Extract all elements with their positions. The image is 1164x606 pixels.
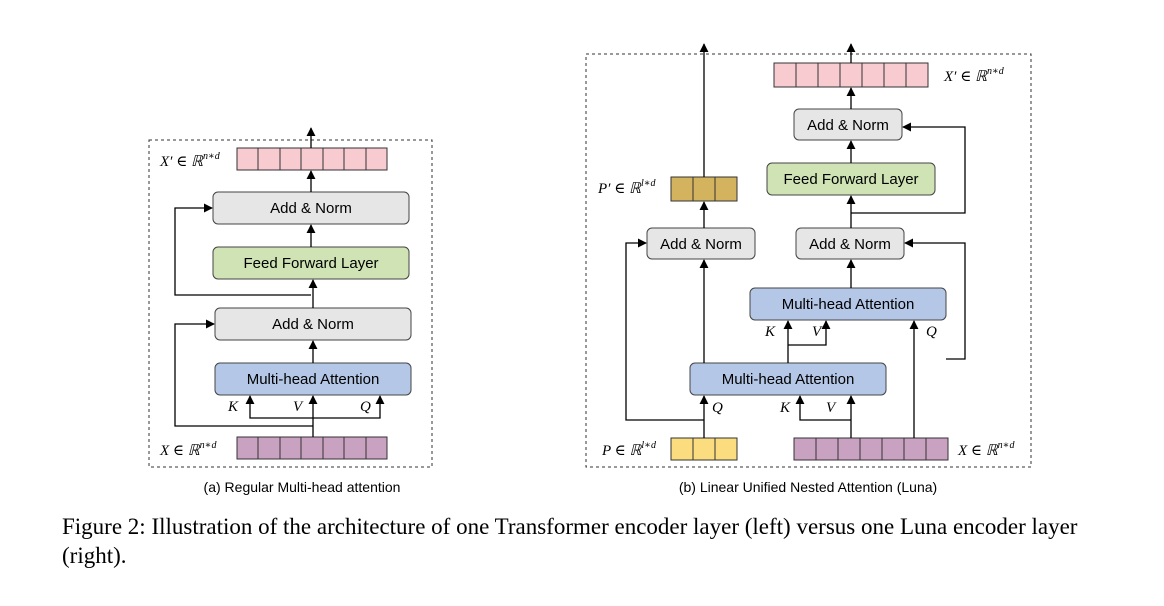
right-add-norm-mid-block [795, 227, 905, 260]
right-upper-q-label: Q [926, 324, 937, 340]
left-v-label: V [293, 399, 304, 415]
left-connectors [174, 127, 385, 437]
left-add-norm-bottom-label: Add & Norm [272, 316, 354, 333]
right-attention-lower-label: Multi-head Attention [722, 371, 855, 388]
right-add-norm-p-label: Add & Norm [660, 236, 742, 253]
panel-left: X′ ∈ ℝn∗d Add & Norm Feed Forward Layer … [148, 127, 433, 468]
right-connectors [625, 43, 966, 438]
right-pprime-label: P′ ∈ ℝl∗d [597, 178, 657, 197]
left-subcaption: (a) Regular Multi-head attention [204, 479, 401, 495]
left-k-label: K [227, 399, 239, 415]
right-add-norm-mid-label: Add & Norm [809, 236, 891, 253]
left-attention-label: Multi-head Attention [247, 371, 380, 388]
right-lower-k-label: K [779, 400, 791, 416]
right-dashed-frame [585, 53, 1032, 468]
right-add-norm-p-block [646, 227, 756, 260]
figure-caption: Figure 2: Illustration of the architectu… [62, 514, 1078, 568]
right-upper-v-label: V [812, 324, 823, 340]
right-xprime-label: X′ ∈ ℝn∗d [943, 66, 1005, 85]
architecture-diagram: X′ ∈ ℝn∗d Add & Norm Feed Forward Layer … [148, 43, 1032, 495]
left-add-norm-top-label: Add & Norm [270, 200, 352, 217]
left-xprime-label: X′ ∈ ℝn∗d [159, 151, 221, 170]
right-lower-q-label: Q [712, 400, 723, 416]
right-attention-upper-block [749, 287, 947, 321]
right-feed-forward-label: Feed Forward Layer [783, 171, 918, 188]
right-add-norm-top-block [793, 108, 903, 141]
right-upper-k-label: K [764, 324, 776, 340]
left-q-label: Q [360, 399, 371, 415]
right-add-norm-top-label: Add & Norm [807, 117, 889, 134]
right-p-label: P ∈ ℝl∗d [601, 440, 657, 459]
right-x-label: X ∈ ℝn∗d [957, 440, 1015, 459]
panel-right: X′ ∈ ℝn∗d P′ ∈ ℝl∗d Add & Norm Feed Forw… [585, 43, 1032, 468]
left-xprime-vector [236, 147, 388, 171]
left-x-vector [236, 436, 388, 460]
right-x-vector [793, 437, 949, 461]
right-attention-upper-label: Multi-head Attention [782, 296, 915, 313]
right-subcaption: (b) Linear Unified Nested Attention (Lun… [679, 479, 937, 495]
right-pprime-vector [670, 176, 738, 202]
left-feed-forward-label: Feed Forward Layer [243, 255, 378, 272]
right-xprime-vector [773, 62, 929, 88]
right-lower-v-label: V [826, 400, 837, 416]
left-x-label: X ∈ ℝn∗d [159, 440, 217, 459]
right-p-vector [670, 437, 738, 461]
left-dashed-frame [148, 139, 433, 468]
